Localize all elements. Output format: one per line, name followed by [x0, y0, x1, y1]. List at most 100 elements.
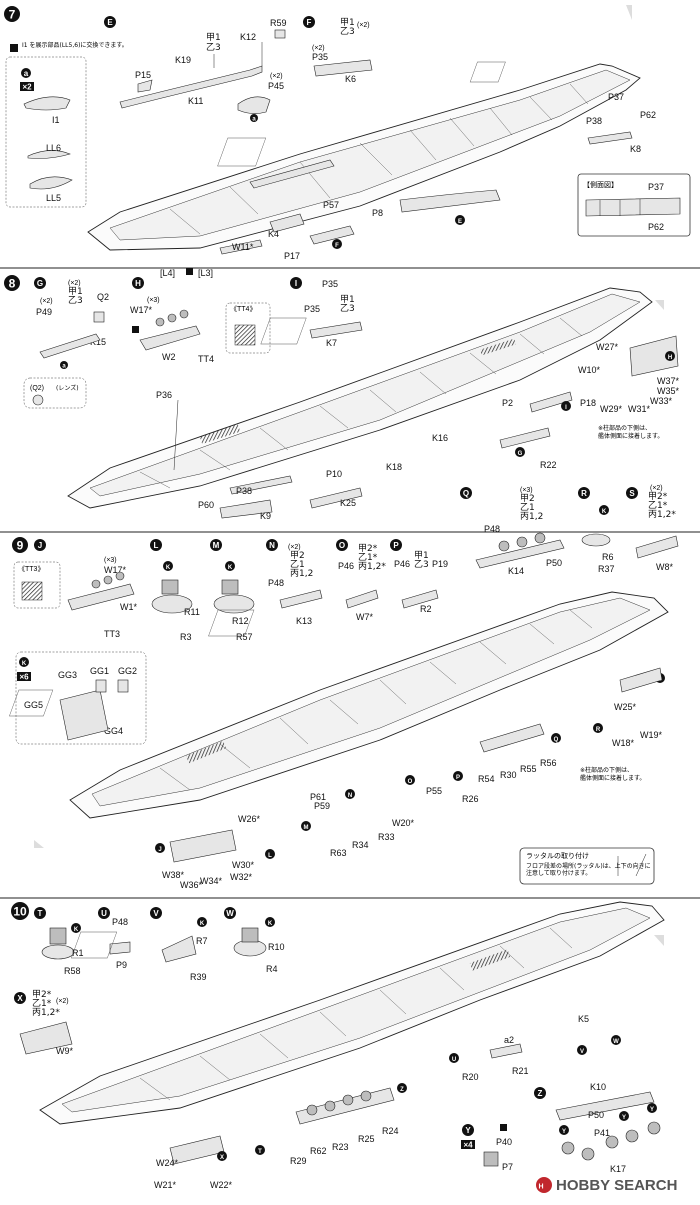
- label-W27: W27*: [596, 342, 619, 352]
- label-P36: P36: [156, 390, 172, 400]
- part-K7: [309, 321, 363, 339]
- label-R39: R39: [190, 972, 207, 982]
- label-lens: (レンズ): [56, 384, 79, 392]
- part-K6: [313, 59, 373, 77]
- label-Q2: Q2: [97, 292, 109, 302]
- badge-V2: V: [580, 1049, 584, 1055]
- label-x2: (×2): [270, 73, 283, 80]
- label-P55: P55: [426, 786, 442, 796]
- label-R4: R4: [266, 964, 278, 974]
- badge-K-L: K: [166, 565, 171, 571]
- label-K7: K7: [326, 338, 337, 348]
- label-W33: W33*: [650, 396, 673, 406]
- label-P37: P37: [608, 92, 624, 102]
- part-R2: [401, 589, 439, 609]
- part-P38: [229, 475, 293, 495]
- label-R1: R1: [72, 948, 84, 958]
- flight-deck: [91, 597, 651, 807]
- sub-Z-label: Z: [538, 1089, 543, 1098]
- sub-F-badge: [303, 16, 315, 28]
- boat-a: [237, 96, 271, 114]
- label-R11: R11: [184, 607, 200, 617]
- label-P49: P49: [36, 307, 52, 317]
- hobby-search-watermark: H HOBBY SEARCH: [536, 1177, 677, 1194]
- part-K13: [279, 589, 323, 609]
- side-view-title: 【側面図】: [583, 180, 618, 189]
- label-R58: R58: [64, 966, 81, 976]
- label-W9: W9*: [56, 1046, 74, 1056]
- part-R7: [161, 935, 197, 963]
- badge-G2: G: [518, 451, 523, 457]
- label-K18: K18: [386, 462, 402, 472]
- label-P48: P48: [484, 524, 500, 534]
- ledge-E: [249, 159, 335, 189]
- platform-H: [139, 325, 201, 351]
- part-W11: [219, 239, 263, 255]
- badge-T2: T: [258, 1149, 262, 1155]
- label-R59: R59: [270, 18, 287, 28]
- label-x2d: (×2): [312, 45, 325, 52]
- step-number: 8: [9, 277, 16, 291]
- badge-W2: W: [613, 1039, 619, 1045]
- label-W36: W36*: [180, 880, 203, 890]
- label-L4: [L4]: [160, 268, 175, 278]
- label-x2: (×2): [288, 544, 301, 551]
- rail-K11: [119, 65, 263, 109]
- label-GG5: GG5: [24, 700, 43, 710]
- label-K6: K6: [345, 74, 356, 84]
- step9-note: ※柱部品の下側は、艦体側面に接着します。: [580, 766, 645, 782]
- hobby-search-logo-icon: [536, 1177, 552, 1193]
- label-K13: K13: [296, 616, 312, 626]
- label-W37: W37*: [657, 376, 680, 386]
- sub-R-label: R: [581, 489, 587, 498]
- label-P46: P46: [338, 561, 354, 571]
- label-otsu1: 乙1: [290, 559, 305, 570]
- svg-text:H: H: [538, 1184, 543, 1191]
- qty-x4: ×4: [463, 1141, 473, 1150]
- side-label-P62: P62: [648, 222, 664, 232]
- label-hei12s: 丙1,2*: [32, 1007, 60, 1018]
- label-R20: R20: [462, 1072, 479, 1082]
- label-R23: R23: [332, 1142, 349, 1152]
- badge-F2: F: [335, 243, 339, 249]
- label-x2c: (×2): [357, 22, 370, 29]
- sub-M-label: M: [213, 541, 220, 550]
- sub-P-label: P: [393, 541, 399, 550]
- sub-Q-label: Q: [463, 489, 469, 498]
- label-otsu1s: 乙1*: [358, 552, 378, 563]
- label-W17: W17*: [130, 305, 153, 315]
- badge-K-box: K: [22, 661, 27, 667]
- label-K19: K19: [175, 55, 191, 65]
- label-P2: P2: [502, 398, 513, 408]
- label-K5: K5: [578, 1014, 589, 1024]
- sub-L-label: L: [154, 541, 159, 550]
- label-P15: P15: [135, 70, 151, 80]
- option-icon: [10, 44, 18, 52]
- step-number: 9: [17, 539, 24, 553]
- step-number-badge: [4, 275, 20, 291]
- label-K4: K4: [268, 229, 279, 239]
- label-x3: (×3): [104, 557, 117, 564]
- TT4-decal: [234, 324, 256, 346]
- label-GG2: GG2: [118, 666, 137, 676]
- label-P9: P9: [116, 960, 127, 970]
- platform-J: [67, 583, 135, 611]
- label-hei12: 丙1,2: [520, 511, 543, 522]
- label-W26: W26*: [238, 814, 261, 824]
- label-a2: a2: [504, 1035, 514, 1045]
- step-8-subassemblies: Q R S (×3) 甲2 乙1 丙1,2 P48 K14 P50 K R6 R…: [460, 485, 679, 576]
- label-P57: P57: [323, 200, 339, 210]
- label-R26: R26: [462, 794, 479, 804]
- qty-text: ×2: [22, 83, 32, 92]
- label-P41: P41: [594, 1128, 610, 1138]
- label-W34: W34*: [200, 876, 223, 886]
- label-W29: W29*: [600, 404, 623, 414]
- svg-text:a: a: [252, 117, 256, 123]
- label-ko1b: 甲1: [340, 17, 355, 28]
- label-K11: K11: [188, 96, 203, 106]
- sub-E-badge: [104, 16, 116, 28]
- part-P38: [587, 131, 633, 145]
- option-note: I1 を展示部品(LL5,6)に交換できます。: [22, 41, 128, 49]
- label-K17: K17: [610, 1164, 626, 1174]
